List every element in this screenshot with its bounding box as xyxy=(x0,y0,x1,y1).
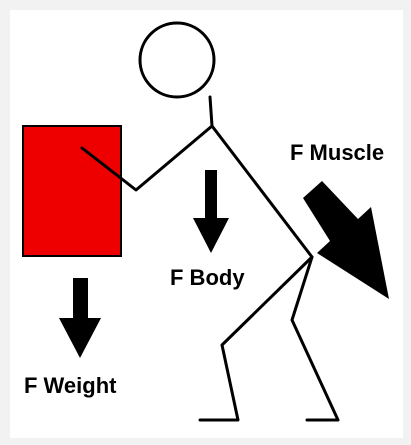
figure-right-leg xyxy=(292,257,338,420)
muscle-force-label: F Muscle xyxy=(290,140,384,165)
load-box xyxy=(23,126,121,256)
weight-force-label: F Weight xyxy=(24,373,117,398)
body-force-arrow xyxy=(193,170,229,253)
muscle-force-arrow xyxy=(303,181,389,299)
weight-force-arrow xyxy=(59,278,101,358)
body-force-label: F Body xyxy=(170,265,245,290)
figure-head xyxy=(140,23,214,97)
figure-neck xyxy=(210,97,212,126)
